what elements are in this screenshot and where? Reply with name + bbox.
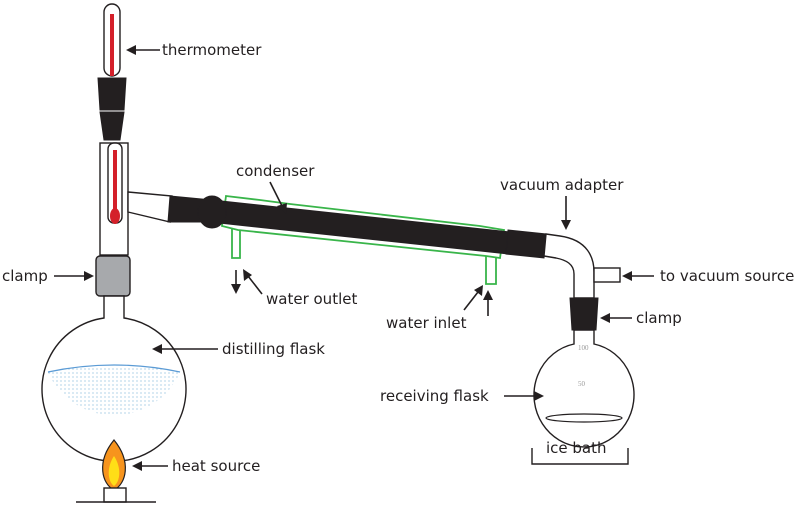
label-vacuum-adapter: vacuum adapter — [500, 176, 624, 194]
lower-mercury-column — [113, 150, 117, 216]
label-to-vacuum-source: to vacuum source — [660, 267, 794, 285]
clamp-left-shape — [95, 255, 131, 297]
thermometer-adapter-lower — [99, 111, 125, 141]
collected-distillate — [545, 413, 623, 423]
label-clamp-left: clamp — [2, 267, 48, 285]
svg-text:100: 100 — [578, 344, 589, 352]
thermometer — [103, 3, 121, 77]
ice-bath-bracket — [531, 448, 629, 465]
label-distilling-flask: distilling flask — [222, 340, 325, 358]
water-inlet-port — [485, 256, 497, 285]
flask-liquid — [48, 365, 180, 416]
label-condenser: condenser — [236, 162, 315, 180]
label-thermometer: thermometer — [162, 41, 262, 59]
distilling-flask — [41, 295, 187, 463]
water-outlet-port — [231, 228, 241, 259]
thermometer-adapter-stopper — [97, 77, 127, 111]
receiving-flask: 100 50 — [533, 329, 635, 448]
svg-text:50: 50 — [578, 380, 586, 388]
condenser — [167, 195, 547, 285]
distillation-head — [99, 142, 173, 256]
label-receiving-flask: receiving flask — [380, 387, 489, 405]
flame-inner — [108, 456, 120, 486]
vacuum-adapter — [543, 233, 621, 299]
label-arrows — [54, 45, 654, 471]
label-clamp-right: clamp — [636, 309, 682, 327]
thermometer-mercury-column — [110, 14, 114, 76]
label-heat-source: heat source — [172, 457, 260, 475]
heat-source-burner — [76, 439, 156, 503]
condenser-outlet-joint — [505, 229, 547, 259]
clamp-right-shape — [569, 297, 599, 331]
vacuum-port — [593, 267, 621, 283]
label-ice-bath: ice bath — [546, 439, 607, 457]
label-water-outlet: water outlet — [266, 290, 357, 308]
thermometer-bulb — [110, 208, 120, 224]
label-water-inlet: water inlet — [386, 314, 467, 332]
